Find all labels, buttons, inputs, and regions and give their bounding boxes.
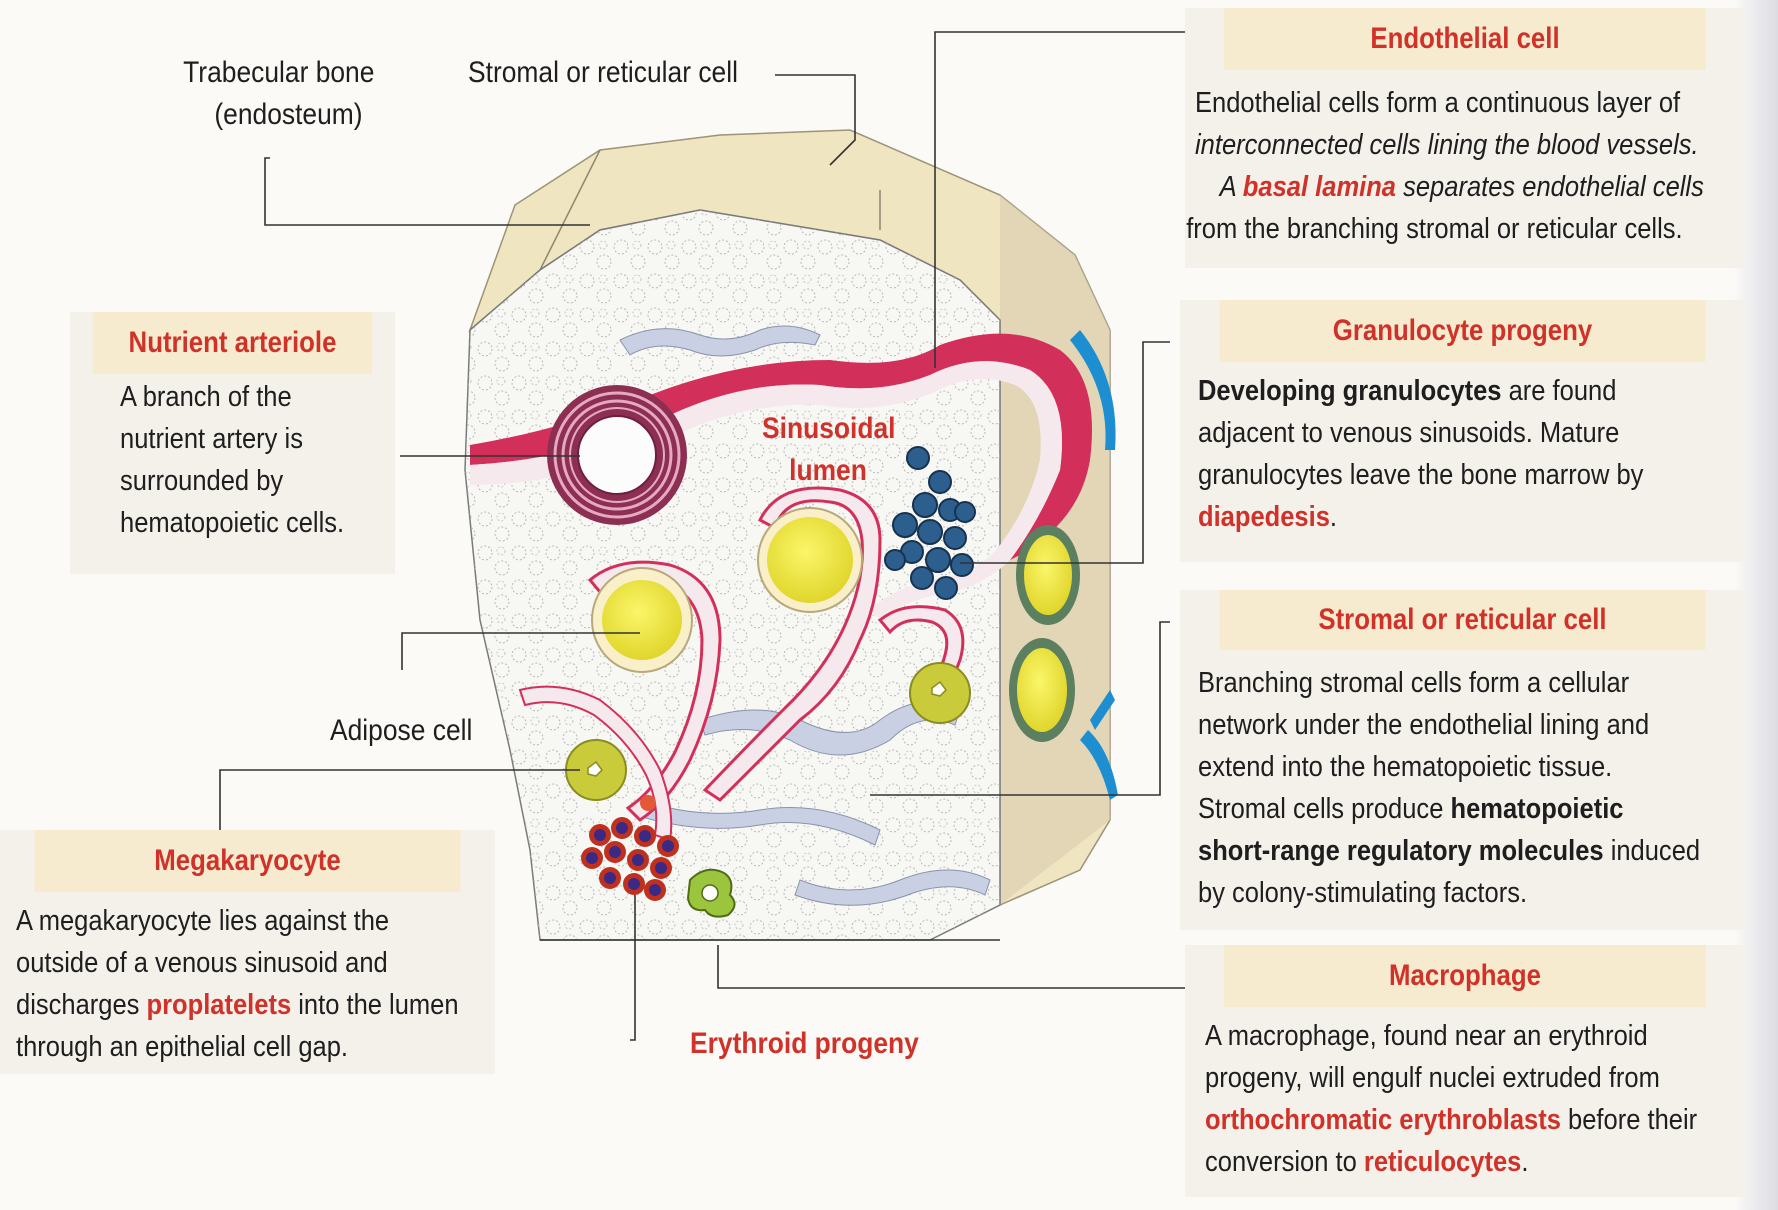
endosteum-text: (endosteum) — [214, 98, 363, 131]
nutrient-box: Nutrient arteriole A branch of the nutri… — [70, 312, 395, 574]
nutrient-arteriole — [547, 385, 687, 525]
macrophage-line2: progeny, will engulf nuclei extruded fro… — [1205, 1062, 1660, 1094]
granulocyte-line1: Developing granulocytes are found — [1198, 370, 1760, 412]
granulocyte-box: Granulocyte progeny Developing granulocy… — [1180, 300, 1745, 562]
label-erythroid-progeny: Erythroid progeny — [690, 1027, 919, 1060]
stromal-body: Branching stromal cells form a cellular … — [1198, 662, 1760, 914]
erythroid-cluster — [581, 817, 679, 901]
granulocyte-line3: granulocytes leave the bone marrow by — [1198, 459, 1644, 491]
granulocyte-line4: diapedesis. — [1198, 496, 1760, 538]
stromal-line3: extend into the hematopoietic tissue. — [1198, 751, 1613, 783]
megakaryocyte-title: Megakaryocyte — [34, 830, 461, 892]
nutrient-title: Nutrient arteriole — [92, 312, 373, 374]
orthochromatic-term: orthochromatic erythroblasts — [1205, 1104, 1561, 1136]
megakaryocyte-body: A megakaryocyte lies against the outside… — [16, 900, 508, 1068]
granulocyte-title: Granulocyte progeny — [1219, 300, 1706, 362]
adipose-cells — [591, 507, 1080, 742]
basal-lamina-term: basal lamina — [1242, 171, 1397, 203]
nutrient-line4: hematopoietic cells. — [120, 507, 345, 539]
endothelial-box: Endothelial cell Endothelial cells form … — [1185, 8, 1745, 268]
granulocyte-line1-post: are found — [1501, 375, 1617, 407]
megakaryocyte-line4: through an epithelial cell gap. — [16, 1031, 349, 1063]
label-adipose-cell: Adipose cell — [330, 714, 473, 747]
label-stromal-top: Stromal or reticular cell — [468, 56, 738, 89]
reticulocytes-term: reticulocytes — [1363, 1146, 1522, 1178]
stromal-line5: short-range regulatory molecules induced — [1198, 830, 1760, 872]
endothelial-line3: A basal lamina separates endothelial cel… — [1195, 166, 1752, 208]
diapedesis-term: diapedesis — [1198, 501, 1330, 533]
nutrient-line2: nutrient artery is — [120, 423, 303, 455]
macrophage-box: Macrophage A macrophage, found near an e… — [1185, 945, 1745, 1197]
stromal-line6: by colony-stimulating factors. — [1198, 877, 1528, 909]
nutrient-line3: surrounded by — [120, 465, 284, 497]
megakaryocyte-box: Megakaryocyte A megakaryocyte lies again… — [0, 830, 495, 1074]
granulocyte-cluster — [884, 446, 976, 600]
stromal-title: Stromal or reticular cell — [1219, 590, 1706, 650]
endothelial-title: Endothelial cell — [1224, 8, 1706, 70]
stromal-network — [619, 325, 821, 357]
stromal-line2: network under the endothelial lining and — [1198, 709, 1650, 741]
megakaryocyte-line2: outside of a venous sinusoid and — [16, 947, 388, 979]
stromal-line4-bold: hematopoietic — [1450, 793, 1624, 825]
macrophage-body: A macrophage, found near an erythroid pr… — [1205, 1015, 1762, 1183]
stromal-line5-post: induced — [1603, 835, 1701, 867]
leader-lines — [219, 31, 1185, 1041]
venous-vessel — [1070, 330, 1116, 450]
label-sinusoidal-lumen: Sinusoidal lumen — [762, 408, 896, 492]
macrophage-line1: A macrophage, found near an erythroid — [1205, 1020, 1648, 1052]
megakaryocyte-line3: discharges proplatelets into the lumen — [16, 984, 508, 1026]
megakaryocyte-line3-post: into the lumen — [291, 989, 459, 1021]
endothelial-line2: interconnected cells lining the blood ve… — [1195, 129, 1699, 161]
endothelial-line3-post: separates endothelial cells — [1396, 171, 1704, 203]
label-trabecular-bone: Trabecular bone (endosteum) — [182, 52, 376, 136]
granulocyte-line2: adjacent to venous sinusoids. Mature — [1198, 417, 1620, 449]
macrophage-line3: orthochromatic erythroblasts before thei… — [1205, 1099, 1762, 1141]
macrophage-line3-post: before their — [1560, 1104, 1698, 1136]
developing-granulocytes-term: Developing granulocytes — [1198, 375, 1502, 407]
proplatelets-term: proplatelets — [146, 989, 292, 1021]
macrophage-line4-post: . — [1521, 1146, 1529, 1178]
granulocyte-body: Developing granulocytes are found adjace… — [1198, 370, 1760, 538]
endothelial-body: Endothelial cells form a continuous laye… — [1186, 82, 1752, 250]
stromal-line1: Branching stromal cells form a cellular — [1198, 667, 1630, 699]
sinusoidal-text: Sinusoidal — [762, 412, 896, 445]
trabecular-bone-text: Trabecular bone — [183, 56, 375, 89]
megakaryocyte-line1: A megakaryocyte lies against the — [16, 905, 390, 937]
megakaryocytes — [565, 662, 971, 811]
macrophage-line4: conversion to reticulocytes. — [1205, 1141, 1762, 1183]
lumen-text: lumen — [789, 454, 867, 487]
granulocyte-line4-end: . — [1329, 501, 1338, 533]
endothelial-line1: Endothelial cells form a continuous laye… — [1195, 87, 1681, 119]
stromal-line5-bold: short-range regulatory molecules — [1198, 835, 1604, 867]
nutrient-body: A branch of the nutrient artery is surro… — [120, 376, 443, 544]
nutrient-line1: A branch of the — [120, 381, 292, 413]
endothelial-line4: from the branching stromal or reticular … — [1186, 213, 1683, 245]
megakaryocyte-line3-pre: discharges — [16, 989, 147, 1021]
macrophage-line4-pre: conversion to — [1205, 1146, 1364, 1178]
stromal-box: Stromal or reticular cell Branching stro… — [1180, 590, 1745, 930]
macrophage-title: Macrophage — [1224, 945, 1706, 1007]
stromal-line4: Stromal cells produce hematopoietic — [1198, 788, 1760, 830]
stromal-line4-pre: Stromal cells produce — [1198, 793, 1451, 825]
endothelial-line3-pre: A — [1219, 171, 1243, 203]
